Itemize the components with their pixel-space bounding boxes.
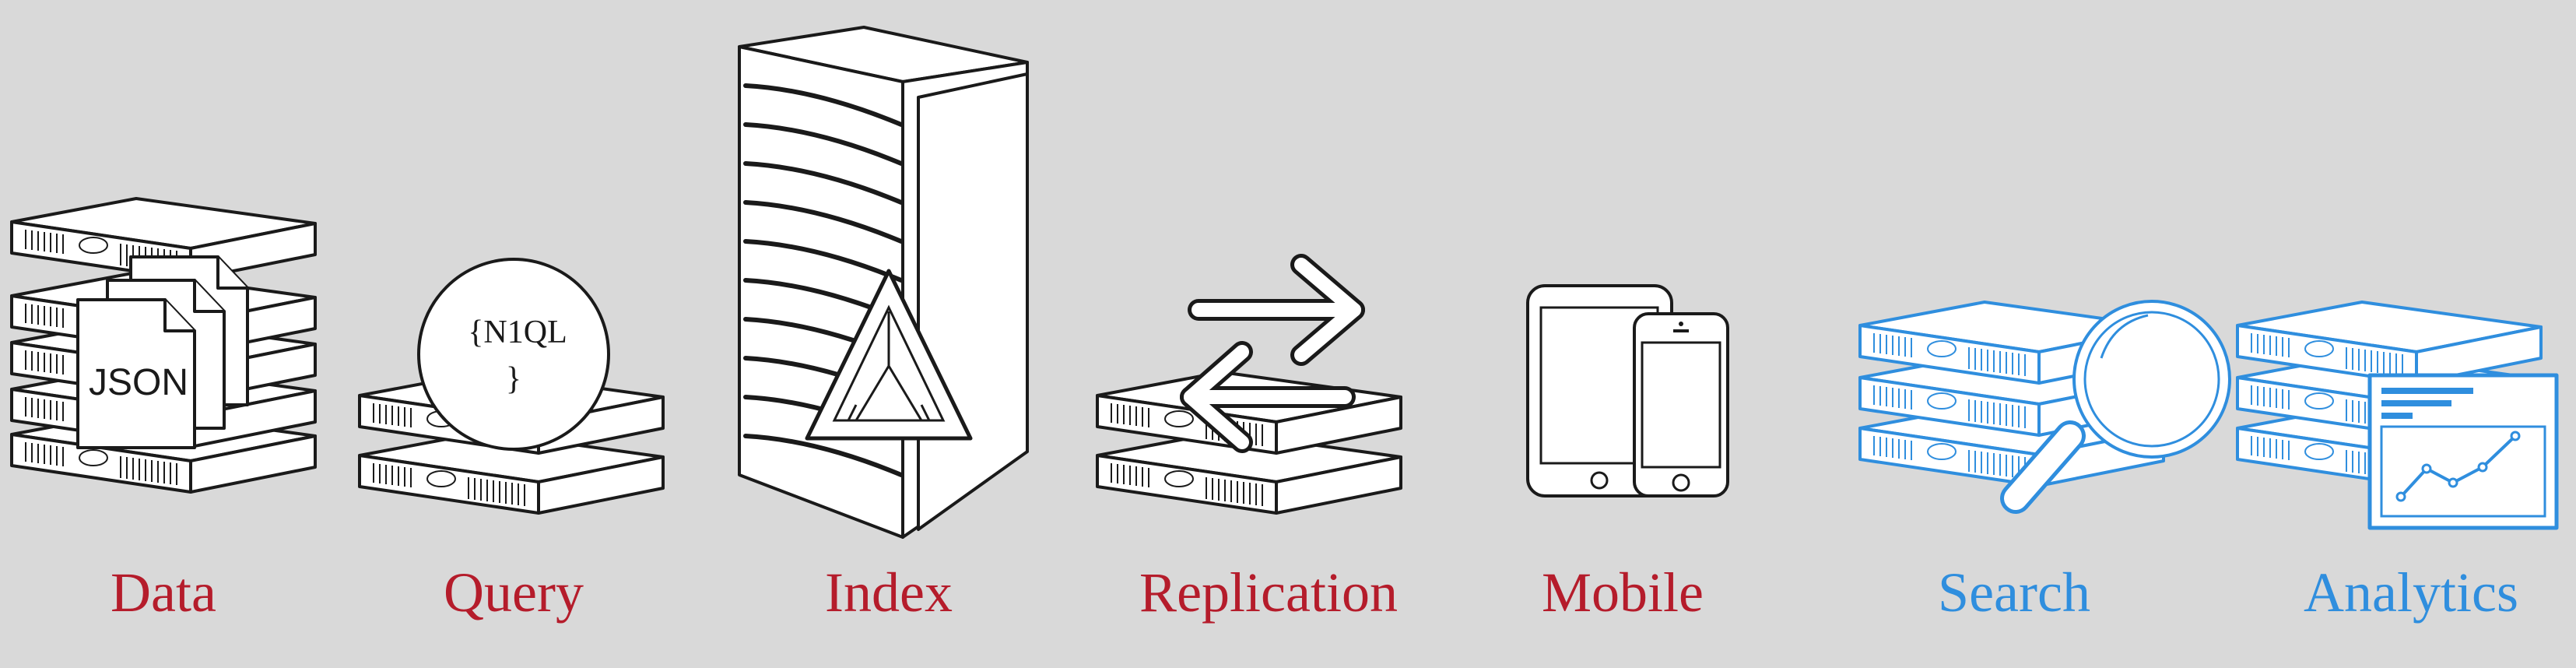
- n1ql-bubble-text-line1: {N1QL: [468, 315, 567, 350]
- service-label-index: Index: [825, 561, 953, 624]
- n1ql-query-server-icon: {N1QL }: [358, 258, 665, 515]
- service-label-query: Query: [444, 561, 584, 624]
- service-label-mobile: Mobile: [1542, 561, 1704, 624]
- chart-window-icon: [2367, 373, 2559, 530]
- phone-icon: [1633, 312, 1729, 497]
- replication-arrows-server-icon: [1096, 254, 1402, 515]
- json-document-text: JSON: [89, 362, 188, 403]
- arrow-left-icon: [1180, 341, 1356, 453]
- n1ql-bubble-text-line2: }: [506, 361, 521, 397]
- analytics-chart-server-icon: [2236, 301, 2559, 530]
- service-label-data: Data: [111, 561, 216, 624]
- arrow-right-icon: [1188, 254, 1365, 366]
- magnifier-icon: [2000, 300, 2231, 514]
- service-label-search: Search: [1938, 561, 2090, 624]
- tablet-phone-icon: [1526, 284, 1729, 497]
- service-label-analytics: Analytics: [2304, 561, 2518, 624]
- n1ql-bubble-icon: [417, 258, 610, 451]
- service-label-replication: Replication: [1139, 561, 1398, 624]
- json-documents-server-icon: JSON: [10, 197, 317, 494]
- index-tower-server-icon: [738, 26, 1029, 539]
- magnifier-server-icon: [1858, 300, 2231, 514]
- tree-branch-icon: [847, 311, 931, 421]
